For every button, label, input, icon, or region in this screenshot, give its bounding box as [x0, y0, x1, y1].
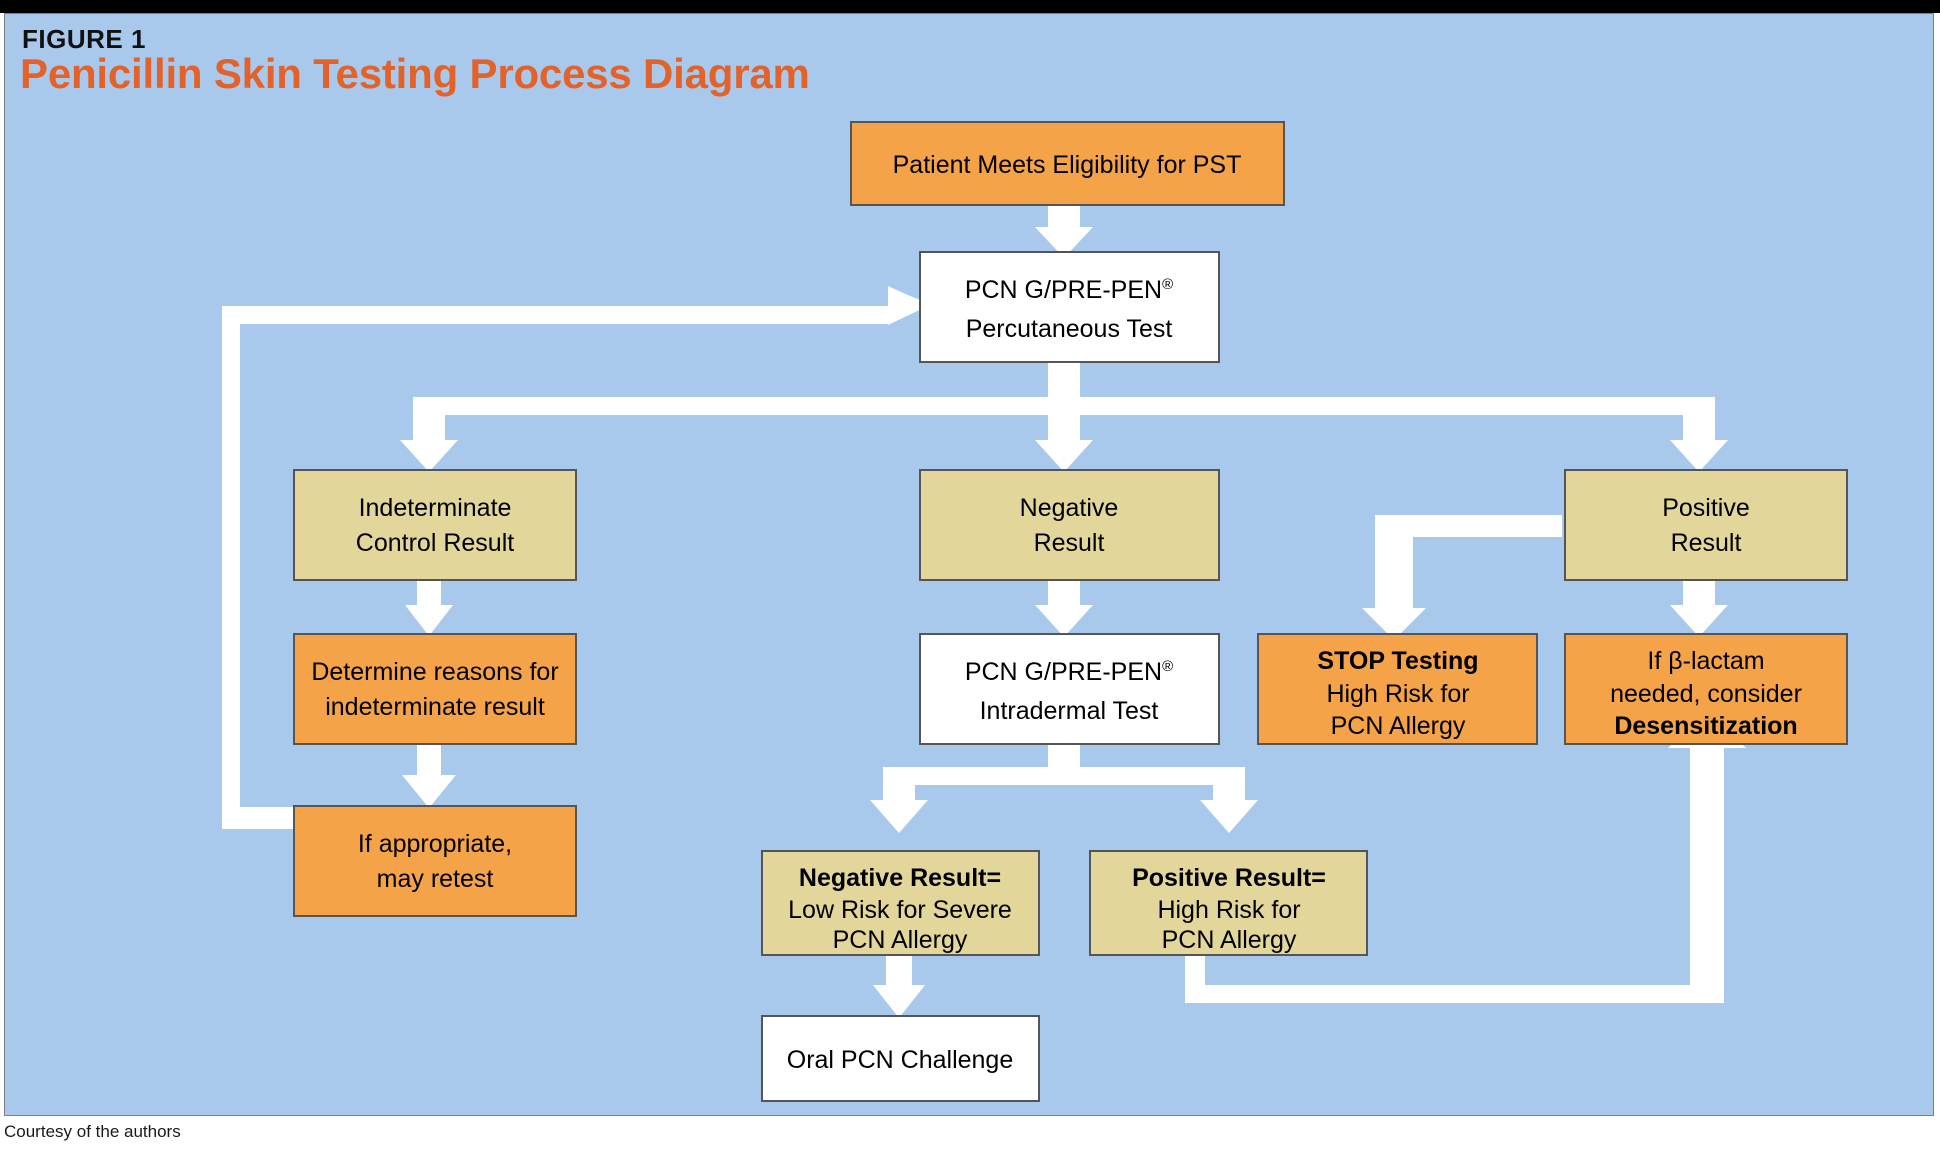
node-may-retest-line1: If appropriate,: [358, 830, 512, 858]
arrow-percutaneous-branch-bus: [400, 360, 1728, 472]
node-negative-result[interactable]: Negative Result: [919, 469, 1220, 581]
node-determine-reasons-line2: indeterminate result: [325, 693, 545, 721]
registered-trademark-icon: ®: [1162, 276, 1173, 293]
node-intradermal-test-line2: Intradermal Test: [980, 697, 1159, 725]
top-black-bar: [0, 0, 1940, 13]
node-negative-low-risk-line2: Low Risk for Severe: [788, 896, 1012, 924]
node-stop-testing-line2: High Risk for: [1326, 680, 1469, 708]
node-percutaneous-test-line2: Percutaneous Test: [966, 315, 1173, 343]
arrow-intradermal-branch-bus: [870, 742, 1258, 833]
node-intradermal-test-line1: PCN G/PRE-PEN: [965, 658, 1162, 686]
arrow-lowrisk-to-oral-challenge: [873, 955, 925, 1018]
node-indeterminate-control-result-line2: Control Result: [356, 529, 514, 557]
node-may-retest-line2: may retest: [377, 865, 494, 893]
arrow-positive-to-stop: [1362, 515, 1562, 640]
registered-trademark-icon-2: ®: [1162, 658, 1173, 675]
node-negative-low-risk[interactable]: Negative Result= Low Risk for Severe PCN…: [761, 850, 1040, 956]
node-positive-result-line1: Positive: [1662, 494, 1750, 522]
svg-text:PCN G/PRE-PEN®: PCN G/PRE-PEN®: [965, 658, 1173, 686]
arrow-determine-to-retest: [402, 742, 456, 808]
node-positive-high-risk-line3: PCN Allergy: [1162, 926, 1297, 954]
arrow-indeterminate-to-determine: [405, 578, 453, 636]
node-positive-result[interactable]: Positive Result: [1564, 469, 1848, 581]
page-title: Penicillin Skin Testing Process Diagram: [20, 50, 810, 97]
node-oral-pcn-challenge-line1: Oral PCN Challenge: [787, 1046, 1014, 1074]
node-intradermal-test[interactable]: PCN G/PRE-PEN® Intradermal Test: [919, 633, 1220, 745]
node-oral-pcn-challenge[interactable]: Oral PCN Challenge: [761, 1015, 1040, 1102]
figure-label: FIGURE 1: [22, 24, 146, 54]
figure-credit: Courtesy of the authors: [4, 1122, 181, 1141]
node-percutaneous-test[interactable]: PCN G/PRE-PEN® Percutaneous Test: [919, 251, 1220, 363]
node-positive-high-risk[interactable]: Positive Result= High Risk for PCN Aller…: [1089, 850, 1368, 956]
node-determine-reasons[interactable]: Determine reasons for indeterminate resu…: [293, 633, 577, 745]
node-patient-eligibility-line1: Patient Meets Eligibility for PST: [893, 151, 1242, 179]
node-desensitization-line3: Desensitization: [1614, 712, 1797, 740]
node-stop-testing[interactable]: STOP Testing High Risk for PCN Allergy: [1257, 633, 1538, 745]
node-positive-result-line2: Result: [1671, 529, 1742, 557]
node-percutaneous-test-line1: PCN G/PRE-PEN: [965, 276, 1162, 304]
node-may-retest[interactable]: If appropriate, may retest: [293, 805, 577, 917]
node-desensitization-line2: needed, consider: [1610, 680, 1802, 708]
node-stop-testing-line1: STOP Testing: [1317, 647, 1478, 675]
node-indeterminate-control-result[interactable]: Indeterminate Control Result: [293, 469, 577, 581]
node-patient-eligibility[interactable]: Patient Meets Eligibility for PST: [850, 121, 1285, 206]
node-stop-testing-line3: PCN Allergy: [1331, 712, 1466, 740]
node-desensitization-line1: If β-lactam: [1647, 647, 1764, 675]
arrow-eligibility-to-percutaneous: [1035, 205, 1093, 258]
svg-text:PCN G/PRE-PEN®: PCN G/PRE-PEN®: [965, 276, 1173, 304]
node-negative-result-line1: Negative: [1020, 494, 1119, 522]
node-negative-low-risk-line3: PCN Allergy: [833, 926, 968, 954]
node-positive-high-risk-line1: Positive Result=: [1132, 864, 1326, 892]
node-desensitization[interactable]: If β-lactam needed, consider Desensitiza…: [1564, 633, 1848, 745]
node-negative-result-line2: Result: [1034, 529, 1105, 557]
node-determine-reasons-line1: Determine reasons for: [311, 658, 558, 686]
arrow-positive-to-desensitization: [1670, 578, 1728, 637]
node-positive-high-risk-line2: High Risk for: [1157, 896, 1300, 924]
node-indeterminate-control-result-line1: Indeterminate: [359, 494, 512, 522]
node-negative-low-risk-line1: Negative Result=: [799, 864, 1001, 892]
arrow-negative-to-intradermal: [1035, 578, 1093, 637]
